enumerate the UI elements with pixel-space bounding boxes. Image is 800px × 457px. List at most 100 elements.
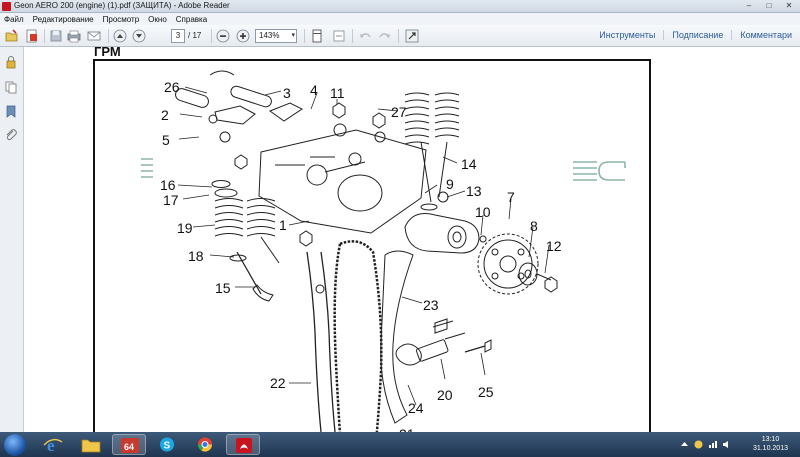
callout-9: 9 bbox=[446, 176, 454, 192]
rocker-arm bbox=[214, 105, 256, 125]
lock-icon[interactable] bbox=[4, 55, 18, 69]
volume-icon[interactable] bbox=[722, 440, 731, 449]
title-bar: Geon AERO 200 (engine) (1).pdf (ЗАЩИТА) … bbox=[0, 0, 800, 13]
callout-7: 7 bbox=[507, 189, 515, 205]
system-tray: 13:10 31.10.2013 bbox=[670, 432, 800, 457]
cylinder-head bbox=[258, 129, 427, 234]
engine-timing-diagram: 26 3 4 11 2 27 5 14 16 9 13 7 17 10 8 1 … bbox=[141, 70, 626, 432]
callout-27: 27 bbox=[391, 104, 407, 120]
svg-text:e: e bbox=[47, 436, 55, 455]
callout-24: 24 bbox=[408, 400, 424, 416]
adobe-reader-app-icon bbox=[2, 2, 11, 11]
svg-text:64: 64 bbox=[124, 442, 134, 452]
menu-view[interactable]: Просмотр bbox=[102, 14, 140, 24]
clock-date: 31.10.2013 bbox=[752, 445, 788, 452]
save-icon[interactable] bbox=[48, 28, 64, 44]
page-thumbnails-icon[interactable] bbox=[4, 80, 18, 94]
callout-22: 22 bbox=[270, 375, 286, 391]
next-page-icon[interactable] bbox=[131, 28, 147, 44]
callout-14: 14 bbox=[461, 156, 477, 172]
network-icon[interactable] bbox=[708, 440, 717, 449]
chrome-icon[interactable] bbox=[188, 434, 222, 455]
callout-11: 11 bbox=[330, 85, 345, 101]
zoom-in-icon[interactable] bbox=[235, 28, 251, 44]
expand-icon[interactable] bbox=[404, 28, 420, 44]
redo-icon[interactable] bbox=[377, 28, 393, 44]
pin-10 bbox=[479, 235, 487, 243]
panel-links: Инструменты Подписание Комментари bbox=[591, 30, 800, 40]
comment-link[interactable]: Комментари bbox=[731, 30, 800, 40]
timing-chain bbox=[333, 240, 383, 432]
bookmarks-icon[interactable] bbox=[4, 104, 18, 118]
menu-window[interactable]: Окно bbox=[148, 14, 167, 24]
callout-2: 2 bbox=[161, 107, 169, 123]
create-pdf-icon[interactable] bbox=[24, 28, 40, 44]
document-view[interactable]: ГРМ bbox=[25, 47, 800, 432]
clock[interactable]: 13:10 31.10.2013 bbox=[753, 435, 788, 453]
ie-icon[interactable]: e bbox=[36, 434, 70, 455]
callout-12: 12 bbox=[546, 238, 562, 254]
callout-5: 5 bbox=[162, 132, 170, 148]
callout-25: 25 bbox=[478, 384, 494, 400]
page-number-input[interactable]: 3 bbox=[171, 29, 185, 43]
start-button[interactable] bbox=[4, 434, 26, 456]
toolbar: 3 / 17 143% ▾ Инструменты Подписание Ком… bbox=[0, 25, 800, 47]
page-total: / 17 bbox=[188, 31, 202, 40]
callout-15: 15 bbox=[215, 280, 231, 296]
callout-20: 20 bbox=[437, 387, 453, 403]
previous-page-icon[interactable] bbox=[112, 28, 128, 44]
navigation-pane bbox=[0, 47, 24, 432]
show-hidden-icons-icon[interactable] bbox=[680, 440, 689, 449]
zoom-out-icon[interactable] bbox=[215, 28, 231, 44]
skype-icon[interactable]: S bbox=[150, 434, 184, 455]
callout-1: 1 bbox=[279, 217, 287, 233]
undo-icon[interactable] bbox=[357, 28, 373, 44]
chain-guide-22 bbox=[306, 251, 322, 432]
attachment-icon[interactable] bbox=[4, 128, 18, 142]
app-64-icon[interactable]: 64 bbox=[112, 434, 146, 455]
callout-10: 10 bbox=[475, 204, 491, 220]
svg-text:S: S bbox=[164, 441, 171, 452]
chevron-down-icon: ▾ bbox=[291, 32, 295, 39]
print-icon[interactable] bbox=[66, 28, 82, 44]
fit-page-icon[interactable] bbox=[309, 28, 325, 44]
maximize-button[interactable]: □ bbox=[766, 1, 772, 10]
figure-frame bbox=[93, 59, 651, 432]
callout-8: 8 bbox=[530, 218, 538, 234]
zoom-level-value: 143% bbox=[259, 31, 280, 40]
minimize-button[interactable]: – bbox=[746, 1, 752, 10]
rocker-shaft-3 bbox=[230, 85, 272, 108]
callout-3: 3 bbox=[283, 85, 291, 101]
rocker-shaft-2 bbox=[175, 88, 209, 108]
window-controls: – □ ✕ bbox=[740, 0, 798, 11]
window-title: Geon AERO 200 (engine) (1).pdf (ЗАЩИТА) … bbox=[14, 1, 230, 10]
menu-edit[interactable]: Редактирование bbox=[32, 14, 94, 24]
email-icon[interactable] bbox=[86, 28, 102, 44]
tensioner-guide-23 bbox=[380, 250, 414, 424]
callout-18: 18 bbox=[188, 248, 204, 264]
menu-file[interactable]: Файл bbox=[4, 14, 24, 24]
clock-time: 13:10 bbox=[761, 436, 780, 443]
valve-springs-right bbox=[404, 92, 460, 211]
callout-17: 17 bbox=[163, 192, 179, 208]
zoom-level-select[interactable]: 143% ▾ bbox=[255, 29, 297, 43]
callout-4: 4 bbox=[310, 82, 318, 98]
valve-springs-left bbox=[211, 180, 280, 302]
chain-tensioner bbox=[395, 318, 466, 366]
callout-21: 21 bbox=[399, 426, 415, 432]
menu-bar: Файл Редактирование Просмотр Окно Справк… bbox=[0, 13, 800, 25]
open-icon[interactable] bbox=[4, 28, 20, 44]
close-button[interactable]: ✕ bbox=[785, 1, 793, 10]
notification-icon[interactable] bbox=[694, 440, 703, 449]
fit-width-icon[interactable] bbox=[331, 28, 347, 44]
section-title: ГРМ bbox=[94, 47, 121, 59]
taskbar: e 64 S 13:10 31.10.2013 bbox=[0, 432, 800, 457]
explorer-icon[interactable] bbox=[74, 434, 108, 455]
clip-26 bbox=[209, 70, 235, 76]
adobe-reader-icon[interactable] bbox=[226, 434, 260, 455]
bolt-12 bbox=[544, 276, 558, 293]
callout-26: 26 bbox=[164, 79, 180, 95]
tools-link[interactable]: Инструменты bbox=[599, 30, 656, 40]
sign-link[interactable]: Подписание bbox=[663, 30, 731, 40]
menu-help[interactable]: Справка bbox=[175, 14, 208, 24]
